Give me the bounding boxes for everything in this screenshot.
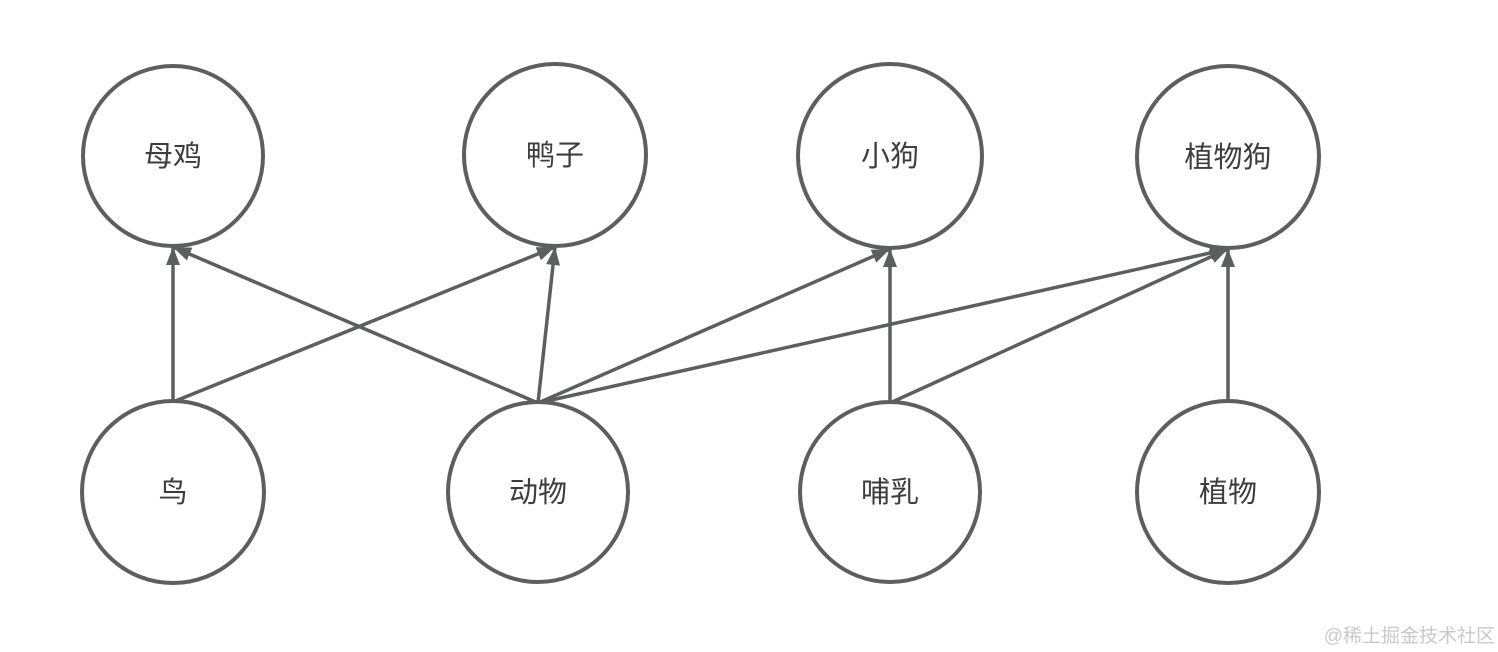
node-duck: 鸭子 bbox=[462, 62, 648, 248]
node-plant-dog: 植物狗 bbox=[1135, 64, 1321, 250]
node-puppy: 小狗 bbox=[796, 62, 984, 250]
node-circle-hen bbox=[81, 64, 265, 248]
node-label-mammal: 哺乳 bbox=[861, 476, 919, 509]
node-label-duck: 鸭子 bbox=[526, 139, 584, 172]
watermark: @稀土掘金技术社区 bbox=[1323, 626, 1495, 647]
edge-animal-to-duck bbox=[536, 246, 561, 404]
node-bird: 鸟 bbox=[80, 399, 266, 585]
node-label-hen: 母鸡 bbox=[144, 140, 202, 173]
node-circle-puppy bbox=[796, 62, 984, 250]
node-circle-plant bbox=[1135, 399, 1321, 585]
node-circle-duck bbox=[462, 62, 648, 248]
node-plant: 植物 bbox=[1135, 399, 1321, 585]
edge-animal-to-puppy bbox=[537, 247, 891, 405]
node-label-plant-dog: 植物狗 bbox=[1184, 141, 1271, 174]
node-circle-plant-dog bbox=[1135, 64, 1321, 250]
edges-layer bbox=[166, 245, 1235, 405]
node-label-animal: 动物 bbox=[509, 476, 567, 509]
node-circle-bird bbox=[80, 399, 266, 585]
node-label-bird: 鸟 bbox=[158, 476, 187, 509]
node-mammal: 哺乳 bbox=[798, 400, 982, 584]
edge-mammal-to-plant-dog bbox=[889, 247, 1229, 405]
node-circle-animal bbox=[446, 400, 630, 584]
node-label-plant: 植物 bbox=[1199, 476, 1257, 509]
node-circle-mammal bbox=[798, 400, 982, 584]
node-animal: 动物 bbox=[446, 400, 630, 584]
node-label-puppy: 小狗 bbox=[861, 140, 919, 173]
edge-animal-to-plant-dog bbox=[537, 246, 1229, 405]
node-hen: 母鸡 bbox=[81, 64, 265, 248]
edge-animal-to-hen bbox=[172, 245, 539, 405]
edge-bird-to-duck bbox=[172, 245, 556, 404]
